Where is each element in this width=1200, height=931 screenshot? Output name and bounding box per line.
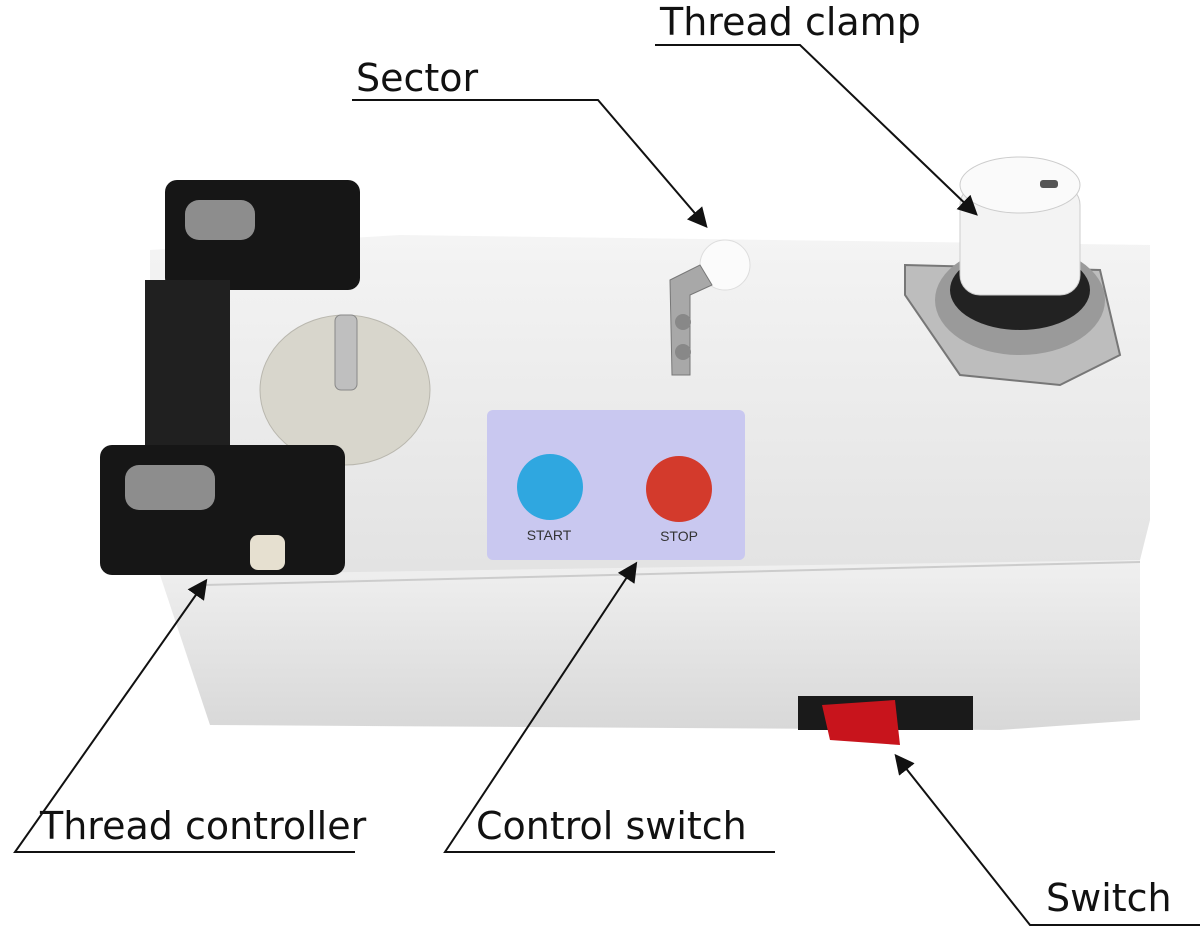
bobbin-spindle — [334, 314, 358, 391]
label-control-switch: Control switch — [476, 804, 747, 848]
stop-button — [646, 456, 712, 522]
leader-sector — [352, 99, 708, 229]
leader-thread-clamp — [655, 44, 978, 216]
device-front — [160, 560, 1140, 730]
leader-thread-controller — [13, 578, 355, 853]
label-thread-clamp: Thread clamp — [660, 0, 921, 44]
leader-switch — [894, 753, 1200, 926]
label-sector: Sector — [356, 56, 479, 100]
sector-guide — [669, 239, 751, 376]
thread-clamp-knob — [904, 156, 1122, 387]
thread-controller-arm — [100, 180, 360, 575]
leader-control-switch — [443, 561, 775, 853]
stop-label: STOP — [660, 528, 698, 544]
start-button — [517, 454, 583, 520]
start-label: START — [527, 527, 572, 543]
label-switch: Switch — [1046, 876, 1172, 920]
control-panel — [487, 410, 745, 560]
power-rocker — [822, 700, 900, 745]
label-thread-controller: Thread controller — [40, 804, 367, 848]
leader-lines — [13, 44, 1200, 926]
